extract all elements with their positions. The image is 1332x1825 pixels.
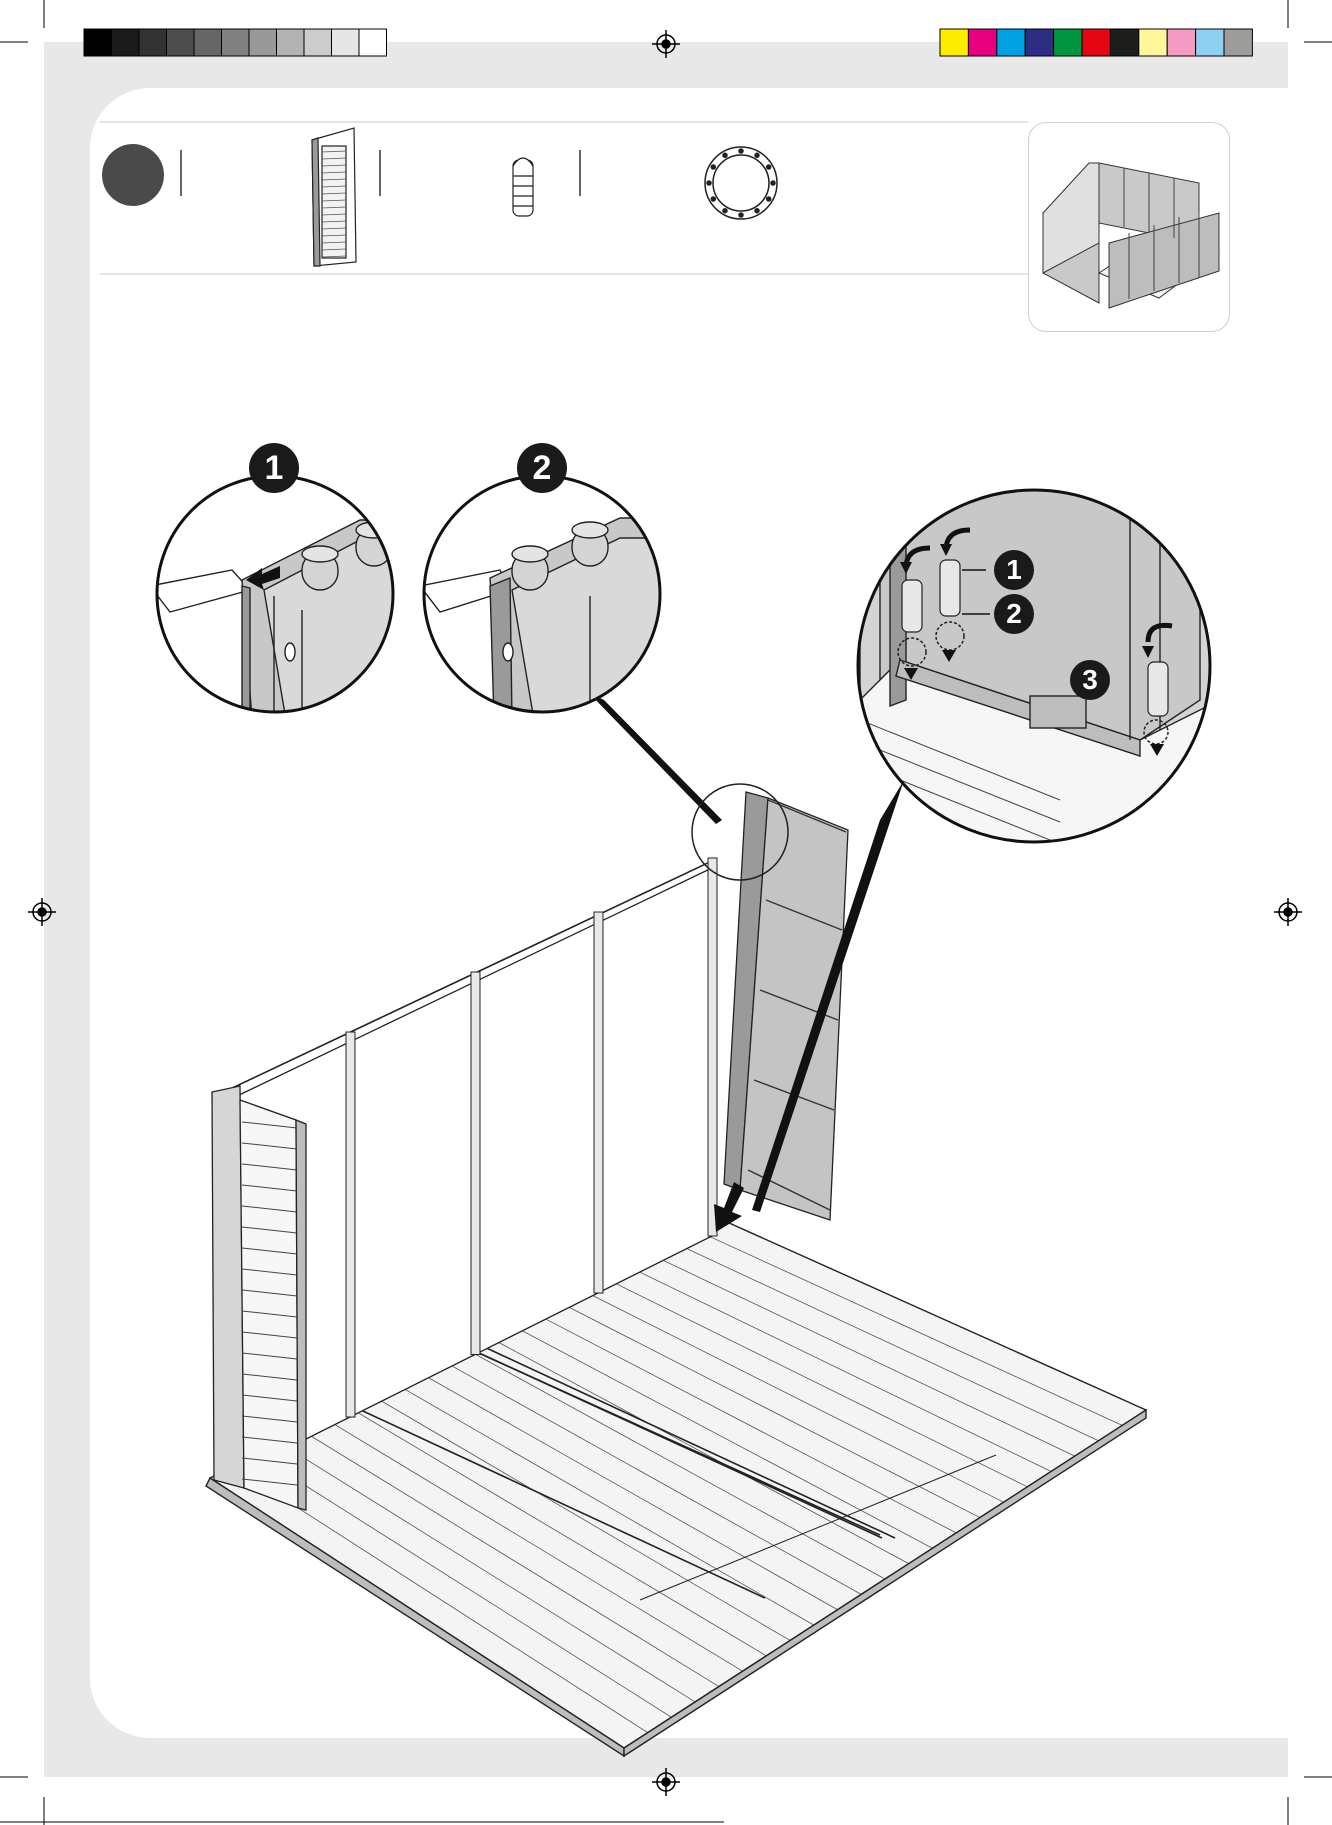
callout-fix-3: 3	[1070, 660, 1110, 700]
callout-washer-2: 2	[994, 594, 1034, 634]
detail-view-3	[858, 460, 1220, 932]
callout-detail-2: 2	[517, 443, 567, 493]
detail-view-1	[150, 476, 400, 720]
callout-pin-1: 1	[994, 550, 1034, 590]
lifting-wall-panel	[724, 792, 848, 1220]
detail-pointer-2	[588, 692, 722, 824]
detail-view-2	[420, 476, 670, 720]
callout-detail-1: 1	[249, 443, 299, 493]
left-side-panel	[212, 1086, 306, 1510]
